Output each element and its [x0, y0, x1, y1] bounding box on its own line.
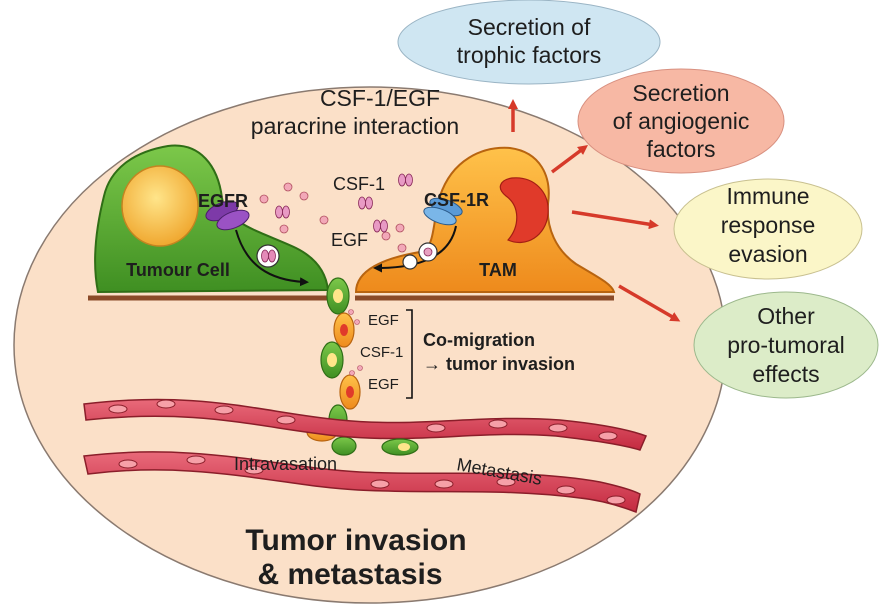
bubble-other: Other pro-tumoral effects	[693, 291, 879, 399]
bubble-immune-line3: evasion	[728, 241, 807, 267]
egfr-receptor	[205, 200, 250, 231]
effect-arrows	[508, 99, 681, 322]
paracrine-line2: paracrine interaction	[251, 113, 459, 139]
bubble-other-line2: pro-tumoral	[727, 332, 845, 358]
egfr-label: EGFR	[198, 191, 248, 211]
comigration-bracket	[406, 309, 413, 399]
bubble-trophic-line1: Secretion of	[468, 14, 591, 40]
bubble-immune: Immune response evasion	[673, 178, 863, 280]
bubble-angiogenic-line3: factors	[646, 136, 715, 162]
comigration-line1: Co-migration	[423, 330, 535, 350]
bubble-immune-line1: Immune	[726, 183, 809, 209]
egfr-internalization-arrow	[235, 229, 309, 287]
comigration-csf1: CSF-1	[360, 344, 403, 361]
title-line1: Tumor invasion	[245, 524, 466, 557]
bubble-angiogenic-line2: of angiogenic	[613, 108, 750, 134]
comigration-egf-top: EGF	[368, 312, 399, 329]
intravasation-label: Intravasation	[234, 454, 337, 474]
csf1r-label: CSF-1R	[424, 190, 489, 210]
tumour-nucleus	[121, 165, 199, 247]
tam-vesicles	[402, 242, 438, 270]
tam-label: TAM	[479, 260, 517, 280]
comigration-egf-bottom: EGF	[368, 376, 399, 393]
bubble-immune-line2: response	[721, 212, 816, 238]
vessel-lower-wall	[83, 451, 641, 514]
egf-ligand-label: EGF	[331, 230, 368, 250]
tumour-cell-label: Tumour Cell	[126, 260, 230, 280]
title-line2: & metastasis	[257, 558, 442, 591]
csf1-ligands	[259, 182, 407, 253]
bubble-trophic: Secretion of trophic factors	[397, 0, 661, 85]
csf1-ligand-label: CSF-1	[333, 174, 385, 194]
egf-ligands	[275, 173, 413, 233]
bubble-other-line3: effects	[752, 361, 819, 387]
blood-vessel	[83, 398, 647, 514]
bubble-angiogenic: Secretion of angiogenic factors	[577, 68, 785, 174]
arrow-to-other	[618, 284, 681, 322]
bubble-other-line1: Other	[757, 303, 815, 329]
arrow-to-angiogenic	[550, 145, 588, 174]
tumour-vesicle	[256, 244, 280, 268]
tam-nucleus	[499, 177, 549, 244]
comigration-line2: → tumor invasion	[423, 354, 575, 374]
bubble-trophic-line2: trophic factors	[457, 42, 601, 68]
paracrine-line1: CSF-1/EGF	[320, 85, 440, 111]
csf1r-receptor	[423, 197, 463, 226]
bubble-angiogenic-line1: Secretion	[632, 80, 729, 106]
migrating-green-cell	[331, 436, 357, 456]
arrow-to-immune	[571, 210, 659, 230]
